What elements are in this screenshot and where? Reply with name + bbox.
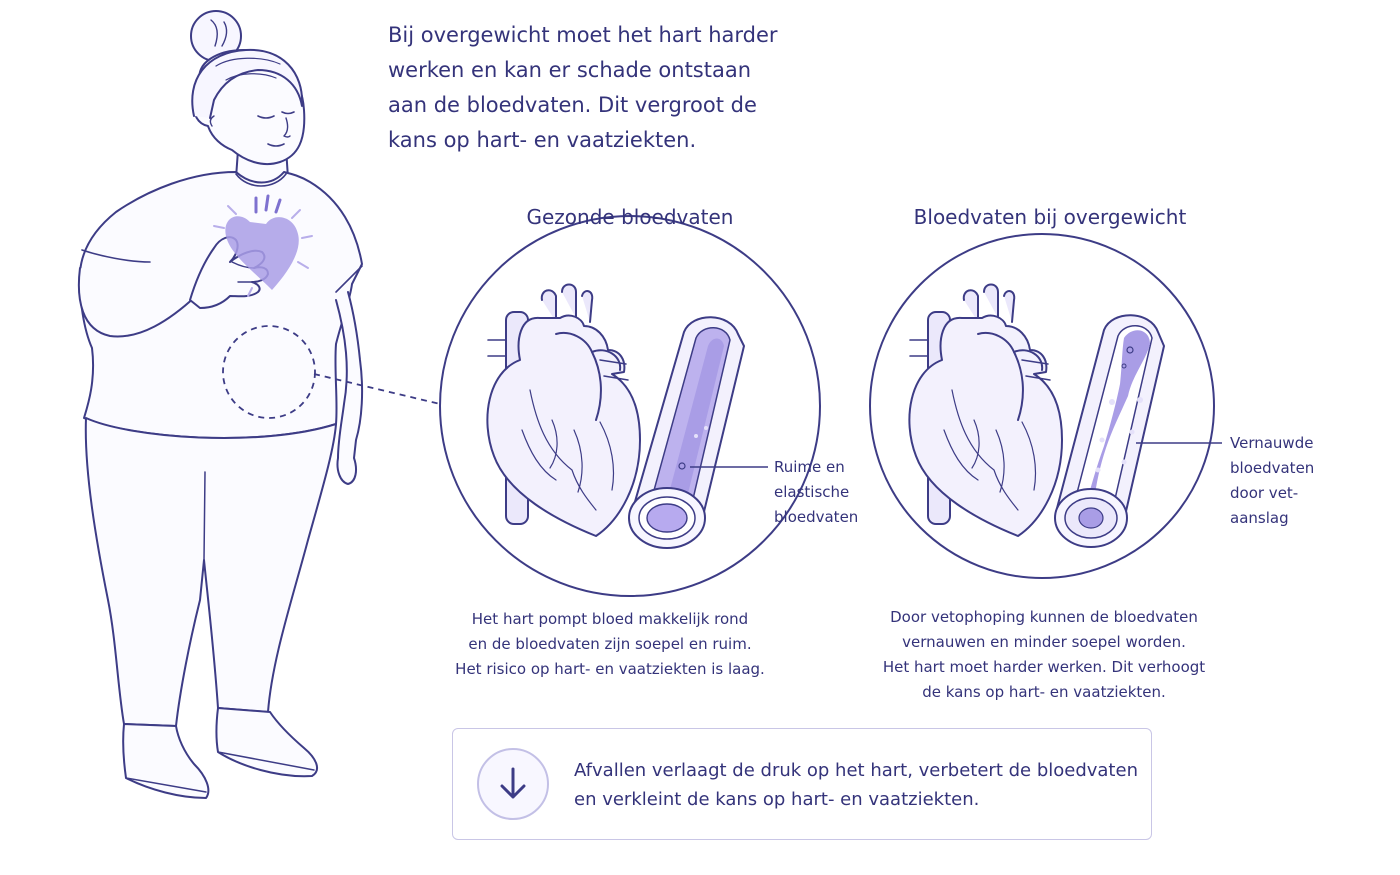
narrowed-vessel-icon: [1054, 314, 1165, 548]
callout-line: elastische: [774, 483, 850, 501]
healthy-heart-icon: [486, 283, 641, 537]
intro-text: Bij overgewicht moet het hart harder wer…: [388, 18, 808, 158]
shoe-left: [122, 723, 210, 799]
caption-line: de kans op hart- en vaatziekten.: [922, 683, 1166, 701]
caption-line: Door vetophoping kunnen de bloedvaten: [890, 608, 1198, 626]
chest-heart-icon: [213, 194, 313, 297]
belly-focus-circle: [222, 325, 316, 419]
advice-text: Afvallen verlaagt de druk op het hart, v…: [574, 756, 1138, 814]
person-illustration: [77, 10, 364, 799]
healthy-panel-title: Gezonde bloedvaten: [526, 205, 734, 229]
advice-box: Afvallen verlaagt de druk op het hart, v…: [452, 728, 1152, 840]
healthy-callout: Ruime en elastische bloedvaten: [774, 455, 858, 530]
intro-line: kans op hart- en vaatziekten.: [388, 128, 697, 152]
callout-line: Vernauwde: [1230, 434, 1314, 452]
caption-line: Het hart pompt bloed makkelijk rond: [471, 610, 749, 628]
caption-line: Het hart moet harder werken. Dit verhoog…: [882, 658, 1206, 676]
shoe-right: [215, 707, 319, 778]
intro-line: Bij overgewicht moet het hart harder: [388, 23, 778, 47]
pants: [84, 417, 337, 727]
intro-line: aan de bloedvaten. Dit vergroot de: [388, 93, 757, 117]
caption-line: Het risico op hart- en vaatziekten is la…: [455, 660, 765, 678]
overweight-heart-icon: [908, 283, 1063, 537]
advice-line: en verkleint de kans op hart- en vaatzie…: [574, 789, 980, 810]
callout-line: bloedvaten: [1230, 459, 1315, 477]
callout-line: Ruime en: [774, 458, 845, 476]
healthy-vessel-icon: [628, 316, 745, 549]
callout-line: aanslag: [1230, 509, 1289, 527]
arrow-down-icon: [477, 748, 549, 820]
callout-line: bloedvaten: [774, 508, 859, 526]
overweight-caption: Door vetophoping kunnen de bloedvaten ve…: [834, 605, 1254, 705]
overweight-panel-title: Bloedvaten bij overgewicht: [913, 205, 1187, 229]
caption-line: vernauwen en minder soepel worden.: [902, 633, 1186, 651]
intro-line: werken en kan er schade ontstaan: [388, 58, 752, 82]
overweight-illustration: [869, 233, 1222, 579]
caption-line: en de bloedvaten zijn soepel en ruim.: [468, 635, 752, 653]
healthy-illustration: [439, 215, 821, 597]
advice-line: Afvallen verlaagt de druk op het hart, v…: [574, 760, 1138, 781]
callout-line: door vet-: [1230, 484, 1299, 502]
healthy-caption: Het hart pompt bloed makkelijk rond en d…: [400, 607, 820, 682]
overweight-callout: Vernauwde bloedvaten door vet- aanslag: [1230, 431, 1314, 531]
